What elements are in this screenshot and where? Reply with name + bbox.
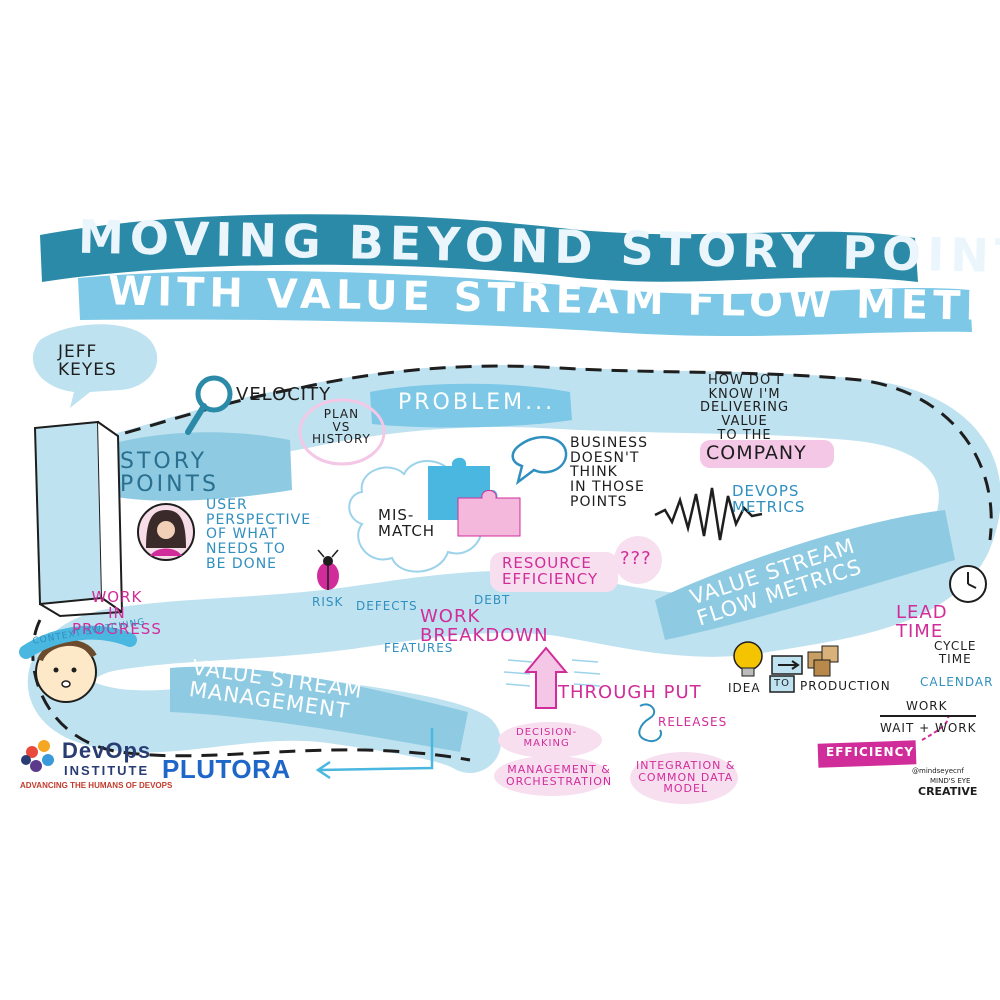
plan-vs-history-label: PLAN VS HISTORY bbox=[312, 407, 371, 447]
artist-line1: MIND'S EYE bbox=[930, 777, 971, 785]
work-fraction-bottom: WAIT + WORK bbox=[880, 721, 977, 735]
to-label: TO bbox=[774, 678, 790, 689]
integration-label: INTEGRATION & COMMON DATA MODEL bbox=[636, 759, 736, 796]
features-label: FEATURES bbox=[384, 641, 454, 655]
devops-logo-line2: INSTITUTE bbox=[64, 763, 150, 778]
context-switching-band bbox=[19, 625, 137, 659]
decision-making-label: DECISION- MAKING bbox=[516, 727, 578, 749]
magnifier-icon bbox=[185, 375, 233, 435]
problem-label: PROBLEM... bbox=[398, 390, 556, 415]
vsm-wash bbox=[170, 666, 468, 752]
management-orchestration-label: MANAGEMENT & ORCHESTRATION bbox=[506, 763, 613, 788]
story-points-wash bbox=[108, 432, 292, 501]
plan-history-swirl bbox=[298, 398, 386, 466]
road-lower-edge bbox=[31, 619, 471, 762]
integration-wash bbox=[630, 752, 738, 804]
child-face-icon bbox=[35, 639, 97, 703]
plutora-logo: PLUTORA bbox=[162, 754, 291, 784]
idea-label: IDEA bbox=[728, 681, 761, 695]
person-avatar-icon bbox=[137, 503, 195, 561]
defects-label: DEFECTS bbox=[356, 599, 418, 613]
devops-logo-line1: DevOps bbox=[62, 738, 152, 763]
user-perspective-label: USER PERSPECTIVE OF WHAT NEEDS TO BE DON… bbox=[206, 497, 312, 572]
devops-institute-logo-icon bbox=[21, 740, 54, 772]
risk-label: RISK bbox=[312, 595, 344, 609]
company-wash bbox=[700, 440, 834, 468]
boxes-icon bbox=[807, 645, 839, 677]
devops-metrics-label: DEVOPS METRICS bbox=[732, 482, 806, 516]
waveform-icon bbox=[654, 487, 763, 541]
problem-wash bbox=[370, 383, 572, 428]
vsm-arrowhead bbox=[315, 760, 331, 780]
mismatch-label: MIS- MATCH bbox=[378, 506, 436, 540]
title-banner-bottom bbox=[78, 270, 972, 337]
efficiency-label: EFFICIENCY bbox=[826, 745, 915, 759]
lightbulb-icon bbox=[733, 641, 763, 677]
production-label: PRODUCTION bbox=[800, 679, 891, 693]
speaker-name: JEFF KEYES bbox=[58, 342, 117, 380]
vsm-arrow bbox=[319, 728, 434, 772]
speaker-bubble bbox=[32, 324, 158, 408]
management-wash bbox=[494, 756, 610, 796]
decision-wash bbox=[498, 722, 602, 758]
efficiency-box bbox=[817, 740, 917, 768]
efficiency-pointer bbox=[921, 715, 950, 741]
how-do-i-know-label: HOW DO I KNOW I'M DELIVERING VALUE TO TH… bbox=[700, 373, 790, 443]
arrow-up-icon bbox=[523, 646, 569, 709]
speech-bubble-icon bbox=[511, 435, 568, 486]
story-points-label: STORY POINTS bbox=[120, 449, 219, 498]
devops-logo-tagline: ADVANCING THE HUMANS OF DEVOPS bbox=[20, 781, 173, 790]
company-label: COMPANY bbox=[706, 442, 807, 464]
cycle-time-label: CYCLE TIME bbox=[934, 639, 977, 666]
work-fraction-top: WORK bbox=[906, 699, 948, 713]
resource-efficiency-label: RESOURCE EFFICIENCY bbox=[502, 554, 599, 588]
artist-handle: @mindseyecnf bbox=[912, 767, 964, 775]
work-breakdown-label: WORK BREAKDOWN bbox=[420, 606, 549, 646]
debt-label: DEBT bbox=[474, 593, 511, 607]
vsfm-wash bbox=[655, 510, 955, 640]
releases-label: RELEASES bbox=[658, 715, 728, 729]
question-bubble bbox=[614, 536, 662, 584]
title-banner-top bbox=[40, 214, 918, 282]
artist-line2: CREATIVE bbox=[918, 785, 978, 798]
throughput-label: THROUGH PUT bbox=[558, 682, 702, 703]
to-box bbox=[769, 675, 795, 693]
arrow-box-icon bbox=[771, 655, 803, 675]
business-label: BUSINESS DOESN'T THINK IN THOSE POINTS bbox=[570, 435, 648, 510]
velocity-label: VELOCITY bbox=[236, 384, 332, 405]
calendar-label: CALENDAR bbox=[920, 675, 994, 689]
clock-icon bbox=[949, 565, 987, 603]
resource-efficiency-wash bbox=[490, 552, 618, 592]
question-marks-label: ??? bbox=[620, 548, 652, 569]
lead-time-label: LEAD TIME bbox=[896, 602, 948, 642]
ladybug-icon bbox=[317, 549, 339, 590]
mismatch-cloud bbox=[348, 460, 483, 573]
puzzle-icon bbox=[428, 457, 521, 537]
book-icon bbox=[33, 420, 124, 618]
work-in-progress-label: WORK IN PROGRESS bbox=[72, 588, 162, 638]
road-upper-edge bbox=[99, 364, 993, 541]
throughput-lines bbox=[503, 659, 601, 687]
releases-swirl-icon bbox=[638, 703, 662, 742]
